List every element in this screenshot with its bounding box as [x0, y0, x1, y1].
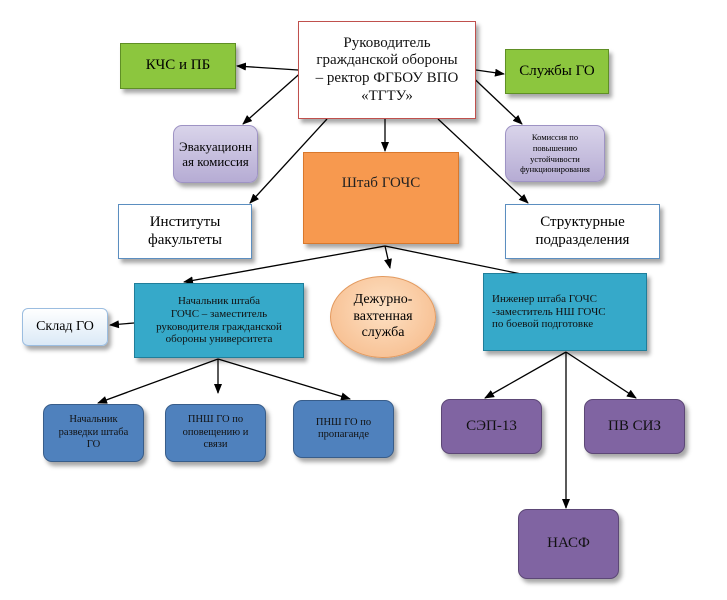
edge-nachalnik-razvedka	[97, 358, 219, 404]
node-label-line: Эвакуационн	[179, 138, 252, 154]
edge-head-institutes	[249, 118, 328, 204]
node-label-line: НАСФ	[547, 535, 590, 552]
node-label-line: обороны университета	[165, 333, 273, 346]
node-sluzhby-go: Службы ГО	[505, 49, 609, 94]
node-label-line: Руководитель	[343, 34, 431, 51]
node-label-line: разведки штаба	[58, 426, 129, 438]
node-label-line: ПНШ ГО по	[315, 416, 372, 428]
node-label-line: ПВ СИЗ	[608, 417, 661, 434]
node-label-line: ПНШ ГО по	[187, 414, 244, 426]
edge-head-sluzhby	[475, 68, 505, 77]
node-label-line: подразделения	[535, 231, 630, 248]
node-label-line: пропаганде	[318, 429, 369, 440]
node-label-line: повышению	[532, 142, 578, 153]
edge-shtab-nachalnik	[183, 245, 386, 285]
node-label-line: служба	[361, 325, 405, 341]
node-label-line: «ТГТУ»	[361, 87, 413, 104]
edge-nachalnik-pnsh2	[217, 358, 351, 401]
node-label-line: связи	[203, 439, 228, 451]
node-label-line: Службы ГО	[519, 62, 595, 79]
node-label-line: Структурные	[540, 213, 625, 230]
node-shtab-gochs: Штаб ГОЧС	[303, 152, 459, 244]
edge-shtab-dezhurno	[384, 245, 392, 269]
node-label-line: ая комиссия	[182, 154, 249, 169]
node-label-line: Комиссия по	[531, 132, 579, 143]
node-label-line: факультеты	[148, 231, 222, 248]
node-pv-siz: ПВ СИЗ	[584, 399, 685, 454]
node-sklad-go: Склад ГО	[22, 308, 108, 346]
edge-head-evak	[242, 68, 306, 125]
node-label-line: Начальник штаба	[177, 294, 261, 307]
node-label-line: гражданской обороны	[316, 52, 458, 69]
node-label-line: Штаб ГОЧС	[341, 175, 421, 191]
edge-head-struktura	[437, 118, 529, 204]
node-label-line: функционирования	[520, 164, 590, 175]
edge-nachalnik-sklad	[109, 320, 135, 329]
node-label-line: руководителя гражданской	[156, 320, 282, 333]
edge-inzhener-pvsiz	[565, 351, 637, 399]
node-label-line: по боевой подготовке	[492, 318, 594, 331]
node-sep-13: СЭП-13	[441, 399, 542, 454]
node-label-line: вахтенная	[353, 308, 413, 324]
node-label-line: -заместитель НШ ГОЧС	[492, 305, 606, 318]
node-label-line: СЭП-13	[466, 417, 517, 434]
node-label-line: Начальник	[69, 414, 118, 426]
node-label-line: ГОЧС – заместитель	[170, 307, 268, 320]
node-label-line: оповещению и	[182, 426, 249, 438]
node-label-line: Дежурно-	[353, 292, 413, 308]
node-label-line: Инженер штаба ГОЧС	[492, 292, 597, 305]
node-label-line: Склад ГО	[36, 318, 94, 334]
node-label-line: КЧС и ПБ	[145, 57, 211, 74]
node-label-line: Институты	[149, 213, 221, 230]
edge-inzhener-sep	[484, 351, 567, 399]
edge-head-kchs	[236, 62, 299, 71]
node-label-line: ГО	[86, 439, 101, 451]
node-kchs-pb: КЧС и ПБ	[120, 43, 236, 89]
node-nasf: НАСФ	[518, 509, 619, 579]
node-label-line: – ректор ФГБОУ ВПО	[315, 70, 459, 86]
node-label-line: устойчивости	[530, 153, 580, 164]
